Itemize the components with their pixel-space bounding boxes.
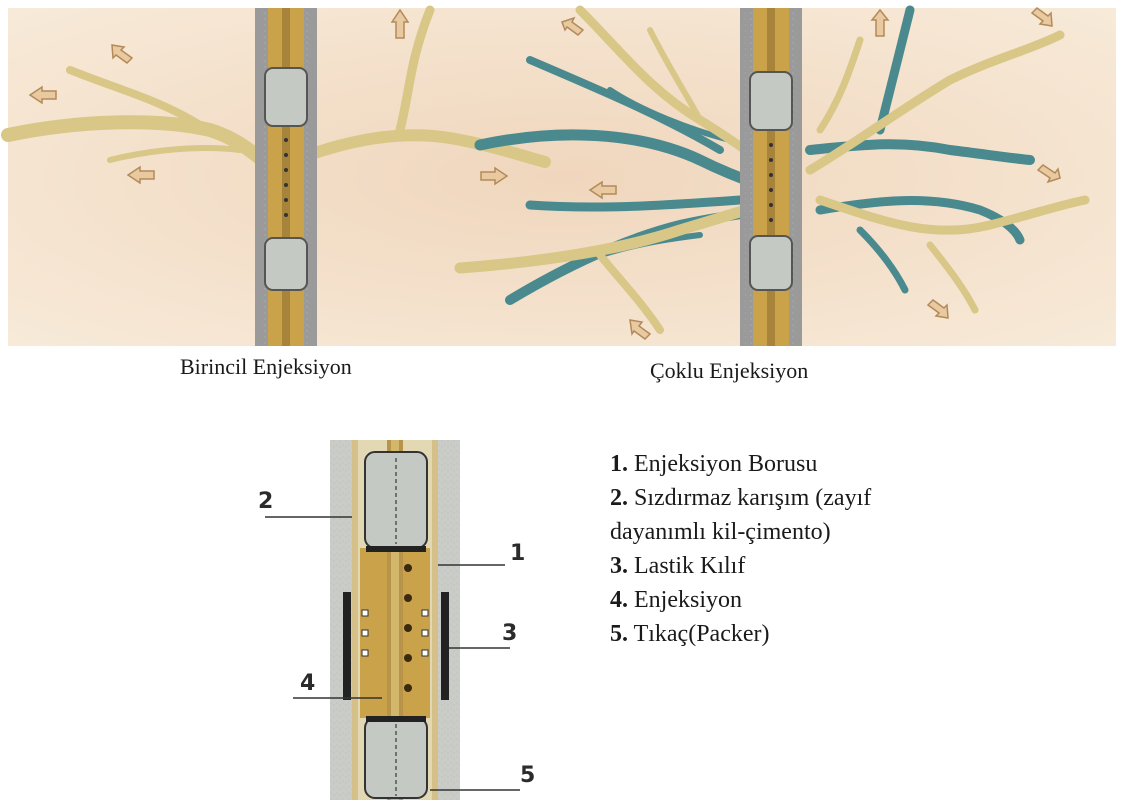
caption-multiple-injection: Çoklu Enjeksiyon: [650, 358, 808, 384]
caption-primary-injection: Birincil Enjeksiyon: [180, 354, 352, 380]
legend-text: Enjeksiyon Borusu: [634, 451, 817, 477]
borehole-left: [255, 8, 317, 346]
callout-2: 2: [258, 489, 273, 514]
legend-num: 4.: [610, 587, 628, 613]
borehole-right: [740, 8, 802, 346]
legend-num: 3.: [610, 553, 628, 579]
legend-num: 1.: [610, 451, 628, 477]
packer-lower: [365, 718, 427, 798]
callout-5: 5: [520, 763, 535, 788]
legend-item-5: 5. Tıkaç(Packer): [610, 617, 930, 651]
legend-item-3: 3. Lastik Kılıf: [610, 549, 930, 583]
soil-background: [8, 8, 1116, 346]
legend: 1. Enjeksiyon Borusu 2. Sızdırmaz karışı…: [610, 447, 930, 651]
rubber-sleeve-left: [343, 592, 351, 700]
legend-item-4: 4. Enjeksiyon: [610, 583, 930, 617]
legend-text: Enjeksiyon: [634, 587, 742, 613]
callout-4: 4: [300, 671, 315, 696]
packer-detail: 2 1 3 4 5: [243, 438, 588, 800]
legend-item-2: 2. Sızdırmaz karışım (zayıf dayanımlı ki…: [610, 481, 930, 549]
legend-text: Sızdırmaz karışım (zayıf dayanımlı kil-ç…: [610, 485, 871, 545]
rubber-sleeve-right: [441, 592, 449, 700]
legend-num: 2.: [610, 485, 628, 511]
callout-3: 3: [502, 621, 517, 646]
legend-text: Lastik Kılıf: [634, 553, 745, 579]
top-panel: [8, 8, 1116, 346]
legend-item-1: 1. Enjeksiyon Borusu: [610, 447, 930, 481]
legend-num: 5.: [610, 621, 628, 647]
legend-text: Tıkaç(Packer): [634, 621, 770, 647]
callout-1: 1: [510, 541, 525, 566]
